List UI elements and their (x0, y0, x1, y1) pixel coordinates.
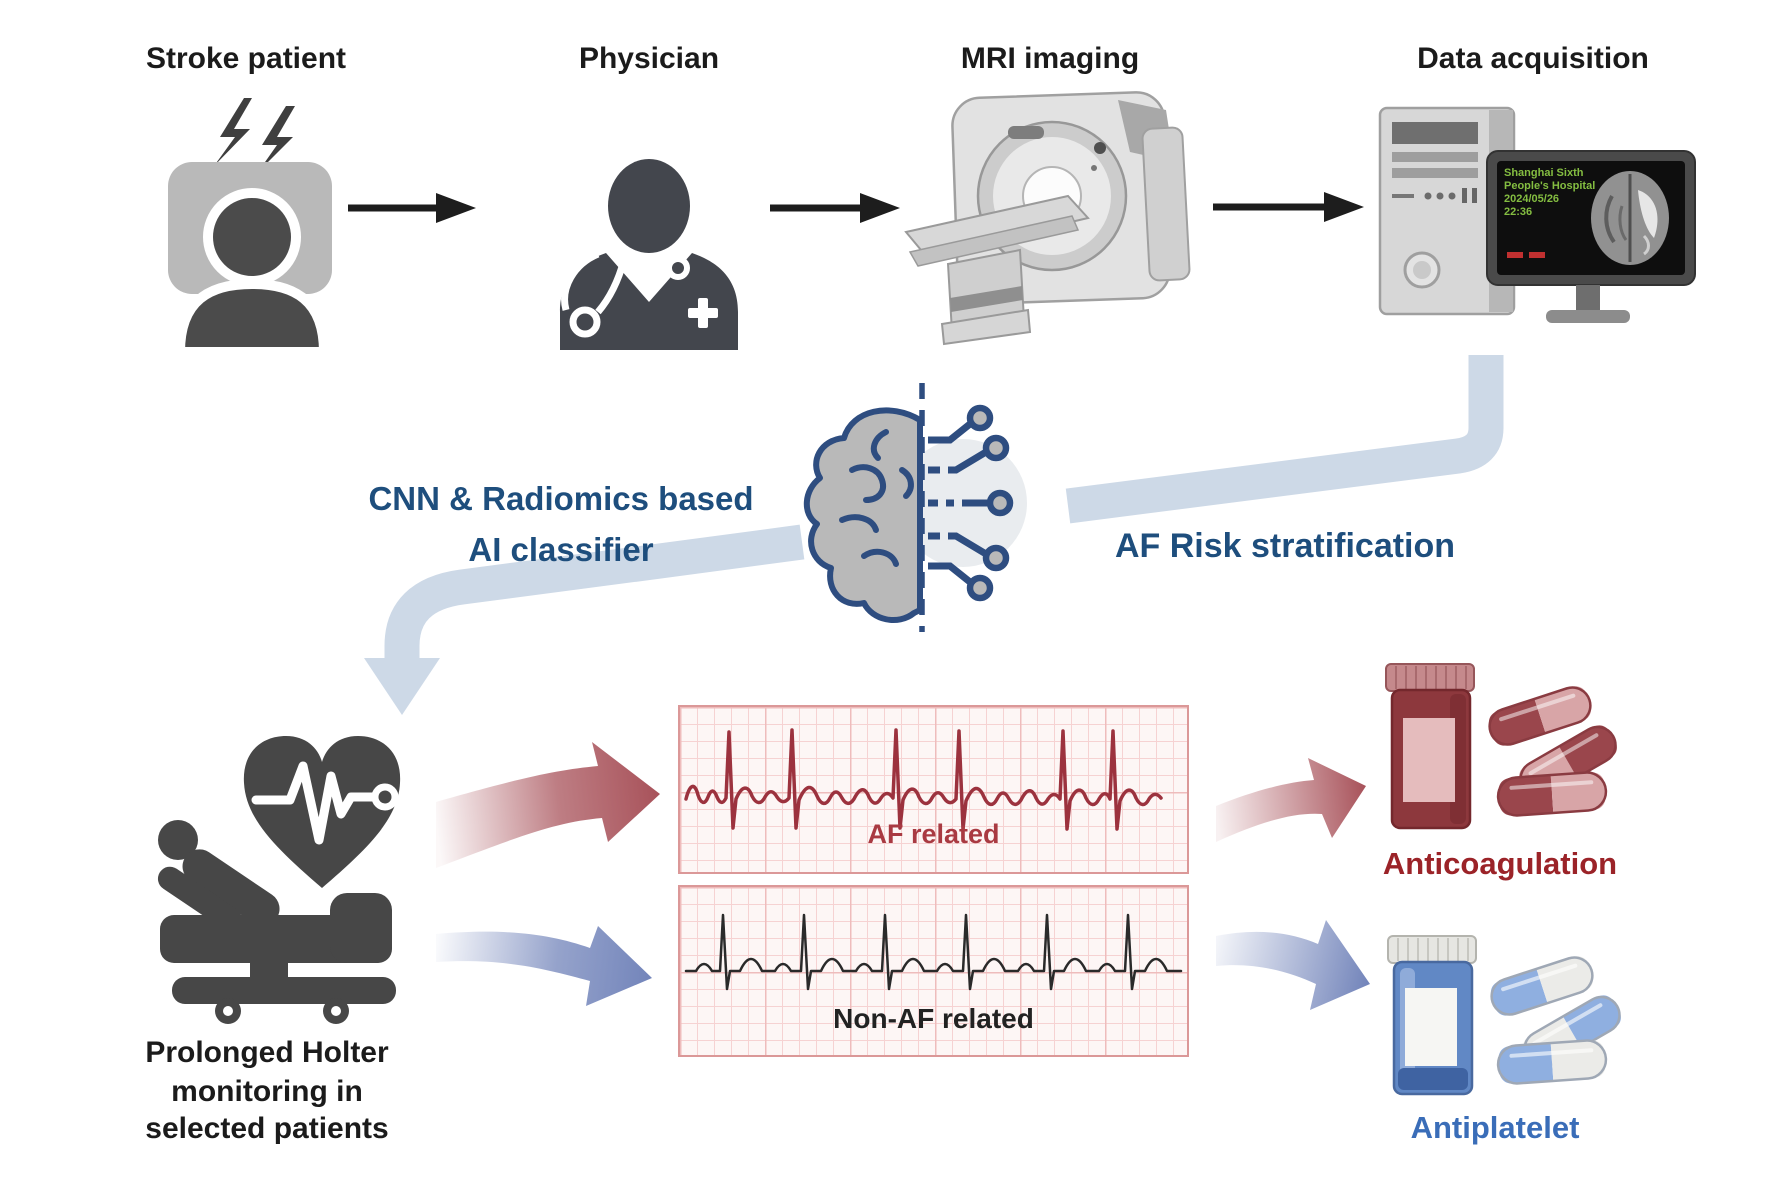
non-af-ecg-strip: Non-AF related (678, 885, 1189, 1057)
antiplatelet-arrow (1216, 920, 1370, 1010)
screen-line-time: 22:36 (1504, 206, 1533, 218)
antiplatelet-pills-icon (1387, 935, 1621, 1096)
non-af-path-arrow (436, 926, 652, 1006)
workstation-icon (1378, 106, 1696, 323)
data-acquisition-label: Data acquisition (1417, 42, 1649, 75)
screen-line-date: 2024/05/26 (1504, 193, 1560, 205)
physician-label: Physician (578, 42, 720, 75)
af-risk-stratification-label: AF Risk stratification (1114, 527, 1456, 565)
stroke-patient-icon (168, 98, 332, 357)
monitor-screen-text: Shanghai Sixth People's Hospital 2024/05… (1504, 167, 1614, 219)
screen-line-hospital-1: Shanghai Sixth (1504, 167, 1584, 179)
ai-brain-icon (803, 383, 1027, 632)
non-af-ecg-trace (684, 913, 1183, 991)
holter-label-line1: Prolonged Holter (145, 1036, 389, 1069)
flow-arrow-3 (1213, 192, 1364, 222)
physician-icon (560, 159, 738, 350)
mri-imaging-label: MRI imaging (960, 42, 1140, 75)
anticoagulation-label: Anticoagulation (1382, 846, 1618, 881)
af-path-arrow (436, 742, 660, 868)
classifier-title-line1: CNN & Radiomics based (368, 480, 754, 517)
af-ecg-strip: AF related (678, 705, 1189, 874)
anticoagulation-arrow (1216, 758, 1366, 842)
flow-arrow-1 (348, 193, 476, 223)
non-af-related-label: Non-AF related (833, 1003, 1034, 1034)
anticoagulation-pills-icon (1385, 663, 1617, 830)
data-flow-band (384, 355, 1504, 662)
mri-scanner-icon (904, 91, 1191, 346)
band-arrowhead-icon (364, 658, 440, 715)
flow-arrow-2 (770, 193, 900, 223)
holter-label-line3: selected patients (145, 1112, 389, 1145)
af-ecg-trace (684, 728, 1163, 831)
af-related-label: AF related (867, 819, 1000, 849)
stroke-patient-label: Stroke patient (145, 42, 347, 75)
screen-line-hospital-2: People's Hospital (1504, 180, 1596, 192)
holter-label-line2: monitoring in (171, 1075, 363, 1108)
classifier-title-line2: AI classifier (468, 531, 654, 568)
monitor-icon (1486, 150, 1696, 323)
holter-bed-heart-icon (157, 736, 401, 1024)
antiplatelet-label: Antiplatelet (1410, 1110, 1580, 1145)
